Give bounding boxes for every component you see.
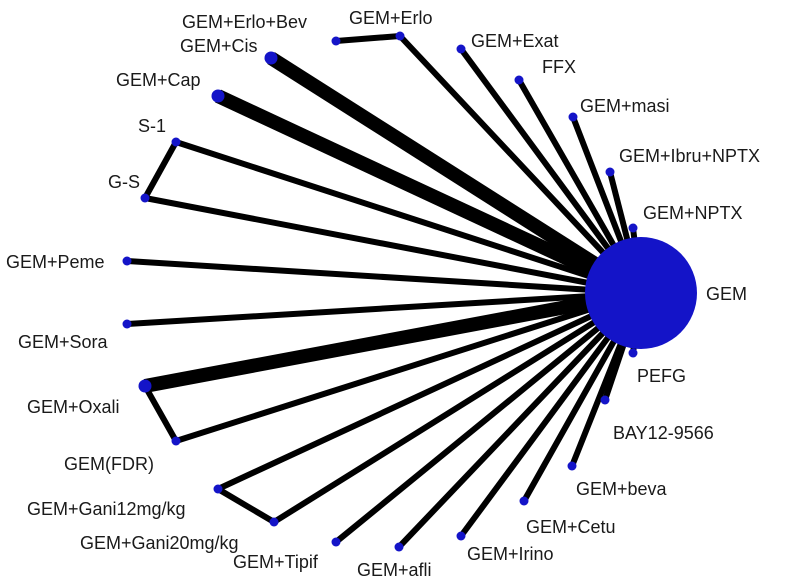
node-gem-erlo bbox=[395, 31, 405, 41]
node-label-gem-irino: GEM+Irino bbox=[467, 544, 554, 564]
edge-gem-sora-gem bbox=[126, 290, 642, 327]
node-gem-cap bbox=[211, 89, 225, 103]
node-gem-gani12 bbox=[213, 484, 223, 494]
node-gem-oxali bbox=[138, 379, 152, 393]
node-label-gem-peme: GEM+Peme bbox=[6, 252, 105, 272]
edges-layer bbox=[126, 33, 645, 550]
node-gem-ibru-nptx bbox=[605, 167, 615, 177]
nodes-layer bbox=[122, 31, 697, 552]
node-label-gem-gani20: GEM+Gani20mg/kg bbox=[80, 533, 239, 553]
node-label-pefg: PEFG bbox=[637, 366, 686, 386]
node-label-gem-exat: GEM+Exat bbox=[471, 31, 559, 51]
node-g-s bbox=[140, 193, 150, 203]
node-label-gem-gani12: GEM+Gani12mg/kg bbox=[27, 499, 186, 519]
node-label-gem-tipif: GEM+Tipif bbox=[233, 552, 319, 572]
edge-gem-afli-gem bbox=[396, 290, 644, 550]
node-label-gem-erlo: GEM+Erlo bbox=[349, 8, 433, 28]
node-s-1 bbox=[171, 137, 181, 147]
node-gem-erlo-bev bbox=[331, 36, 341, 46]
node-gem-masi bbox=[568, 112, 578, 122]
edge-s-1-gem bbox=[175, 139, 642, 296]
edge-gem-peme-gem bbox=[126, 258, 642, 296]
edge-g-s-gem bbox=[144, 195, 642, 296]
node-label-gem-cis: GEM+Cis bbox=[180, 36, 258, 56]
edge-gem-gani20-gem bbox=[272, 290, 643, 525]
node-label-gem-cetu: GEM+Cetu bbox=[526, 517, 616, 537]
node-label-bay12-9566: BAY12-9566 bbox=[613, 423, 714, 443]
node-gem-tipif bbox=[331, 537, 341, 547]
node-label-gem-masi: GEM+masi bbox=[580, 96, 670, 116]
node-label-g-s: G-S bbox=[108, 172, 140, 192]
node-label-gem-cap: GEM+Cap bbox=[116, 70, 201, 90]
node-label-gem-sora: GEM+Sora bbox=[18, 332, 109, 352]
node-gem-fdr bbox=[171, 436, 181, 446]
node-gem-exat bbox=[456, 44, 466, 54]
node-label-ffx: FFX bbox=[542, 57, 576, 77]
node-label-gem-erlo-bev: GEM+Erlo+Bev bbox=[182, 12, 307, 32]
edge-gem-gani12-gem-gani20 bbox=[216, 486, 276, 525]
edge-gem-tipif-gem bbox=[334, 290, 643, 545]
node-gem-afli bbox=[394, 542, 404, 552]
node-label-gem: GEM bbox=[706, 284, 747, 304]
node-label-gem-nptx: GEM+NPTX bbox=[643, 203, 743, 223]
node-gem-nptx bbox=[628, 223, 638, 233]
edge-gem-gani12-gem bbox=[216, 290, 643, 492]
node-gem-cis bbox=[264, 51, 278, 65]
node-gem-sora bbox=[122, 319, 132, 329]
edge-gem-oxali-gem bbox=[143, 286, 643, 393]
edge-gem-oxali-gem-fdr bbox=[142, 384, 179, 443]
node-ffx bbox=[514, 75, 524, 85]
edge-s-1-g-s bbox=[142, 140, 179, 200]
node-gem bbox=[585, 237, 697, 349]
node-gem-irino bbox=[456, 531, 466, 541]
node-gem-peme bbox=[122, 256, 132, 266]
node-label-gem-fdr: GEM(FDR) bbox=[64, 454, 154, 474]
node-gem-beva bbox=[567, 461, 577, 471]
node-label-s-1: S-1 bbox=[138, 116, 166, 136]
node-pefg bbox=[628, 348, 638, 358]
node-bay12-9566 bbox=[600, 395, 610, 405]
edge-gem-cap-gem bbox=[215, 89, 644, 300]
edge-gem-fdr-gem bbox=[175, 290, 642, 444]
edge-gem-cis-gem bbox=[267, 52, 645, 299]
node-gem-cetu bbox=[519, 496, 529, 506]
edge-gem-erlo-bev-gem-erlo bbox=[335, 33, 401, 44]
node-label-gem-ibru-nptx: GEM+Ibru+NPTX bbox=[619, 146, 760, 166]
edge-gem-erlo-gem bbox=[397, 33, 644, 296]
node-gem-gani20 bbox=[269, 517, 279, 527]
node-label-gem-oxali: GEM+Oxali bbox=[27, 397, 120, 417]
node-label-gem-afli: GEM+afli bbox=[357, 560, 432, 580]
node-label-gem-beva: GEM+beva bbox=[576, 479, 668, 499]
